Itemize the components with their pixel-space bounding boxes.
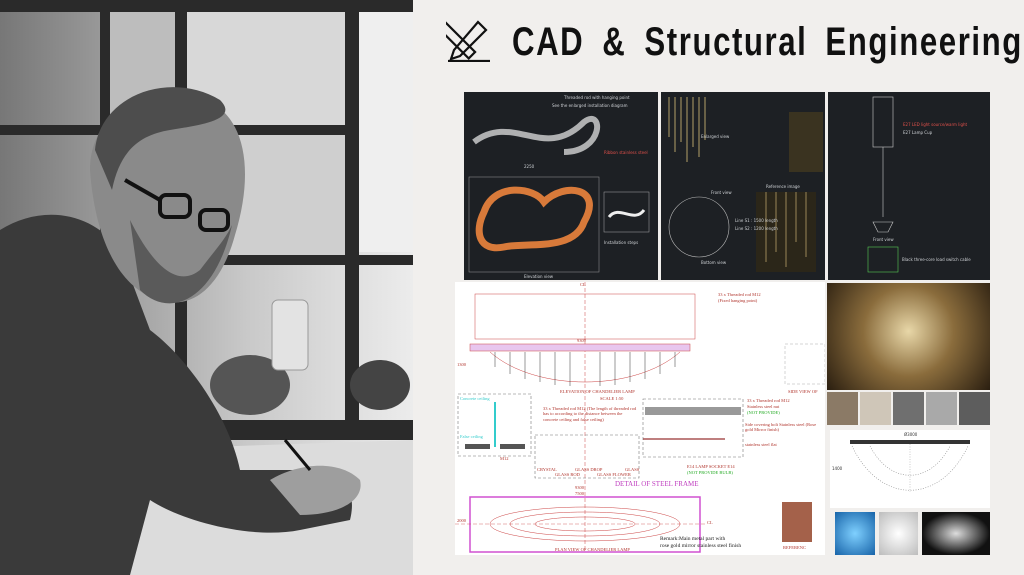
cad-label: E27 Lamp Cup xyxy=(903,130,933,135)
cad-drawing-chandelier-plan: CL 33 x Threaded rod M12 (Fixed hanging … xyxy=(455,282,825,555)
m12-label: M12 xyxy=(500,456,509,461)
steel-note: stainless steel flat xyxy=(745,442,777,447)
dimension: 9300 xyxy=(577,338,586,343)
steel-note: 33 x Threaded rod M12 xyxy=(747,398,790,403)
cad-label: Ribbon stainless steel xyxy=(604,150,648,155)
chandelier-photo xyxy=(827,283,990,390)
cad-label: Elevation view xyxy=(524,274,554,279)
pencil-ruler-icon xyxy=(437,18,492,67)
reference-label: REFERENC xyxy=(783,545,807,550)
steel-note: (NOT PROVIDE) xyxy=(747,410,780,415)
rod-note: (Fixed hanging point) xyxy=(718,298,758,303)
page-title: CAD & Structural Engineering xyxy=(512,19,1023,64)
designer-photo xyxy=(0,0,413,575)
cad-label: Enlarged view xyxy=(701,134,730,139)
rod-length-note: 33 x Threaded rod M12 (The length of thr… xyxy=(543,406,637,422)
concrete-label: Concrete ceiling xyxy=(460,396,490,401)
cad-label: 2250 xyxy=(524,164,535,169)
cad-label: See the enlarged installation diagram xyxy=(552,103,628,108)
dimension: 9300 xyxy=(575,485,584,490)
dimension: 1400 xyxy=(832,466,843,471)
cad-label: Installation steps xyxy=(604,240,639,245)
cad-label: Reference image xyxy=(766,184,800,189)
dimension: Ø3000 xyxy=(904,432,918,437)
thumbnail-photo xyxy=(827,392,858,425)
side-view-title: SIDE VIEW OF xyxy=(788,389,818,394)
page-header: CAD & Structural Engineering xyxy=(437,18,1024,67)
cad-drawing-ribbon-chandelier: Threaded rod with hanging point See the … xyxy=(464,92,658,280)
scale-label: SCALE 1:50 xyxy=(600,396,624,401)
thumbnail-photo xyxy=(893,392,924,425)
steel-note: Side covering bolt Stainless steel (Rose… xyxy=(745,422,817,433)
steel-note: (NOT PROVIDE BULB) xyxy=(687,470,733,475)
dimension: 2000 xyxy=(457,518,466,523)
cl-label: CL xyxy=(707,520,713,525)
cad-drawing-lamp-detail: E27 LED light source/warm light E27 Lamp… xyxy=(828,92,990,280)
crystal-photo xyxy=(922,512,991,555)
part-label: GLASS xyxy=(625,467,640,472)
part-label: GLASS DROP xyxy=(575,467,603,472)
dimension: 1300 xyxy=(457,362,466,367)
remark: Remark:Main metal part with xyxy=(660,536,726,542)
steel-note: Stainless steel nut xyxy=(747,404,780,409)
false-ceiling-label: False ceiling xyxy=(460,434,483,439)
plan-title: PLAN VIEW OF CHANDELIER LAMP xyxy=(555,547,630,552)
part-label: CRYSTAL xyxy=(537,467,557,472)
cad-label: E27 LED light source/warm light xyxy=(903,122,968,127)
part-label: GLASS FLOWER xyxy=(597,472,631,477)
cad-label: Front view xyxy=(711,190,732,195)
cad-label: Front view xyxy=(873,237,894,242)
cl-label: CL xyxy=(580,282,586,287)
steel-frame-title: DETAIL OF STEEL FRAME xyxy=(615,480,699,488)
part-label: GLASS ROD xyxy=(555,472,580,477)
cad-label: Line S2 : 1200 length xyxy=(735,226,778,231)
elevation-title: ELEVATION OF CHANDELIER LAMP xyxy=(560,389,635,394)
cad-drawing-rain-chandelier: Enlarged view Front view Bottom view Ref… xyxy=(661,92,825,280)
steel-note: E14 LAMP SOCKET E14 xyxy=(687,464,735,469)
dimension: 7500 xyxy=(575,491,584,496)
cad-label: Line S1 : 1500 length xyxy=(735,218,778,223)
blue-glass-photo xyxy=(835,512,875,555)
cad-drawing-chandelier-side: Ø3000 1400 xyxy=(830,430,990,508)
rod-note: 33 x Threaded rod M12 xyxy=(718,292,761,297)
cad-label: Bottom view xyxy=(701,260,727,265)
thumbnail-row xyxy=(827,392,990,425)
thumbnail-photo xyxy=(926,392,957,425)
cad-label: Black three-core load switch cable xyxy=(902,257,971,262)
thumbnail-photo xyxy=(860,392,891,425)
material-photos xyxy=(835,512,991,555)
thumbnail-photo xyxy=(959,392,990,425)
remark: rose gold mirror stainless steel finish xyxy=(660,543,742,549)
white-glass-photo xyxy=(878,512,919,555)
cad-label: Threaded rod with hanging point xyxy=(564,95,630,100)
